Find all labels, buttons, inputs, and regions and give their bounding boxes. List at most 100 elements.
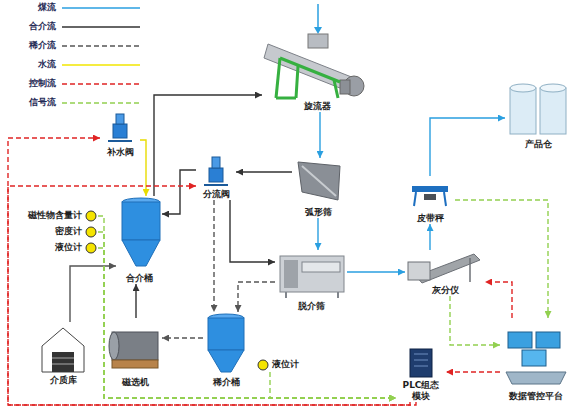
sieve-bend-figure [298, 162, 340, 200]
gauge-symbol [86, 211, 268, 370]
legend-sample [62, 83, 140, 85]
flow-connector [230, 200, 275, 262]
silo-figure [510, 84, 566, 134]
silo-figure [510, 88, 536, 134]
equipment-label: 介质库 [48, 375, 79, 386]
coal-inlet-arrow [314, 27, 322, 34]
magnetic-separator-figure [112, 360, 158, 368]
equipment-node: 弧形筛 [292, 158, 344, 218]
plc-module-figure [410, 349, 432, 377]
plc-module-figure [410, 349, 432, 377]
equipment-label: 数据管控平台 [507, 391, 565, 402]
splitter-valve-figure [209, 168, 223, 182]
medium-store-figure [52, 352, 74, 372]
gauge-symbol [86, 243, 96, 253]
gauge-node: 磁性物含量计 [22, 209, 98, 223]
flow-connector [485, 282, 512, 318]
flow-connector [317, 218, 318, 250]
medium-store-figure [52, 364, 74, 365]
equipment-node: 皮带秤 [405, 176, 455, 224]
equipment-node: 产品仓 [505, 78, 571, 150]
legend-text: 稀介流 [2, 40, 56, 51]
belt-scale-figure [412, 186, 448, 206]
dewatering-screen-figure [337, 292, 339, 298]
legend-text: 合介流 [2, 21, 56, 32]
flow-connector [162, 337, 203, 338]
equipment-node: 分流阀 [196, 152, 236, 200]
flow-connector [70, 266, 116, 322]
medium-store-figure [42, 328, 84, 372]
equipment-label: 液位计 [270, 359, 301, 370]
gauge-symbol [86, 211, 96, 221]
control-platform-figure [506, 372, 566, 384]
dewatering-screen-figure [280, 256, 344, 292]
legend-sample [62, 45, 140, 47]
legend-text: 煤流 [2, 2, 56, 13]
flow-connector [236, 171, 292, 172]
flow-connector [154, 95, 262, 196]
legend-sample [62, 64, 140, 66]
control-platform-figure [506, 332, 566, 384]
water-valve-figure [108, 140, 132, 142]
gauge-node: 液位计 [256, 358, 306, 372]
belt-scale-figure [424, 194, 436, 200]
equipment-node: PLC组态 模块 [396, 345, 446, 402]
dilute-medium-tank-figure [208, 350, 244, 372]
equipment-label: PLC组态 模块 [396, 380, 446, 403]
coal-inlet-arrow [317, 4, 319, 28]
equipment-label: 弧形筛 [303, 207, 334, 218]
equipment-label: 液位计 [53, 242, 84, 253]
equipment-label: 皮带秤 [415, 213, 446, 224]
flow-connector [347, 271, 405, 272]
null [276, 58, 340, 98]
flow-connector [430, 118, 505, 176]
heavy-medium-tank-figure [122, 198, 160, 266]
legend-text: 信号流 [2, 97, 56, 108]
coal-inlet-arrow [314, 4, 322, 34]
flow-connector [213, 200, 214, 312]
belt-scale-figure [412, 186, 448, 192]
equipment-label: 分流阀 [201, 189, 232, 200]
equipment-node: 脱介筛 [275, 250, 347, 312]
equipment-label: 脱介筛 [296, 301, 327, 312]
flow-connector [319, 112, 320, 158]
control-platform-figure [508, 332, 532, 348]
dilute-medium-tank-figure [208, 318, 244, 350]
medium-store-figure [42, 328, 84, 372]
legend-sample [62, 102, 140, 104]
equipment-node: 合介桶 [116, 196, 162, 284]
equipment-label: 磁选机 [120, 377, 151, 388]
dilute-medium-tank-figure [208, 314, 244, 372]
splitter-valve-figure [204, 184, 228, 186]
dewatering-screen-figure [280, 256, 344, 298]
equipment-node: 旋流器 [262, 36, 372, 112]
legend-text: 控制流 [2, 78, 56, 89]
equipment-label: 密度计 [53, 226, 84, 237]
legend-text: 水流 [2, 59, 56, 70]
flow-connector [450, 296, 500, 345]
belt-scale-figure [444, 192, 446, 206]
belt-scale-figure [414, 192, 416, 206]
null [276, 58, 280, 98]
sieve-bend-figure [298, 162, 340, 200]
sieve-bend-figure [302, 166, 336, 196]
gauge-symbol [258, 360, 268, 370]
splitter-valve-figure [204, 157, 228, 185]
silo-figure [540, 84, 566, 92]
flow-connector [135, 284, 136, 318]
water-valve-figure [116, 114, 124, 124]
ash-analyzer-figure [469, 258, 471, 282]
plc-module-figure [414, 354, 428, 355]
equipment-label: 补水阀 [105, 147, 136, 158]
legend-sample [62, 7, 140, 9]
equipment-label: 灰分仪 [430, 285, 461, 296]
control-platform-figure [536, 332, 560, 348]
flow-connector [446, 371, 500, 372]
flow-connector [455, 200, 548, 318]
equipment-node: 稀介桶 [203, 312, 249, 388]
ash-analyzer-figure [408, 262, 430, 280]
splitter-valve-figure [212, 157, 220, 168]
